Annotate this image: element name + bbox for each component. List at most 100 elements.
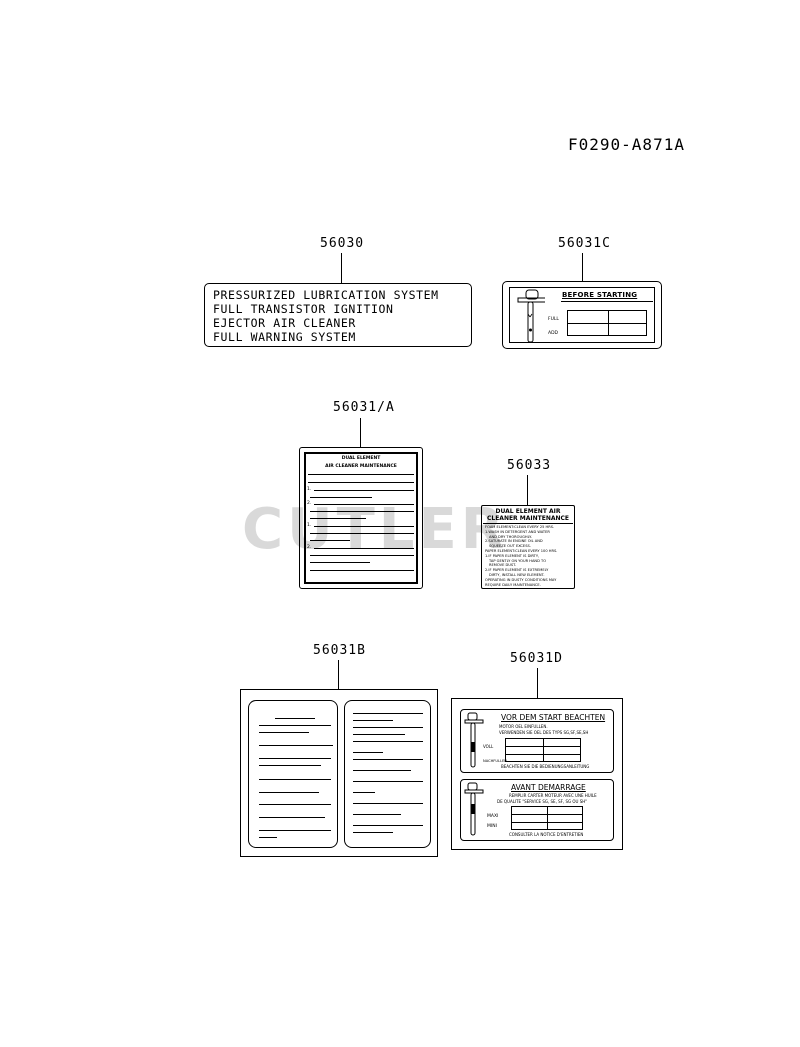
label-56031b-text-line — [353, 792, 375, 793]
label-56031d: VOR DEM START BEACHTEN MOTOR OEL EINFULL… — [451, 698, 623, 850]
label-56031b-text-line — [353, 759, 423, 760]
label-56031b-text-line — [275, 718, 315, 719]
part-number-56031b: 56031B — [313, 643, 366, 658]
label-56033-body: FOAM ELEMENT:CLEAN EVERY 25 HRS. 1.WASH … — [485, 525, 557, 587]
label-56031a-text-line — [310, 570, 414, 571]
label-56031d-de-line-2: VERWENDEN SIE OEL DES TYPS SG,SF,SE,SH — [499, 730, 589, 735]
figure-code: F0290-A871A — [568, 135, 685, 154]
label-56031a-step-2: 2. — [307, 501, 312, 506]
label-56031b-text-line — [353, 741, 423, 742]
label-56031d-de-voll: VOLL — [483, 744, 494, 749]
label-56033-line: REMOVE DUST. — [489, 563, 517, 568]
label-56033-line: AND DRY THOROUGHLY. — [489, 534, 532, 539]
label-56031d-fr-table-col-rule — [547, 806, 548, 830]
label-56033: DUAL ELEMENT AIR CLEANER MAINTENANCE FOA… — [481, 505, 575, 589]
label-56031a-inner-frame — [304, 452, 418, 584]
label-56031a-rule-a — [308, 482, 414, 483]
label-56031a-text-line — [310, 555, 414, 556]
part-number-56031c: 56031C — [558, 236, 611, 251]
label-56031a-text-line — [310, 562, 370, 563]
label-56031a-text-line — [310, 511, 414, 512]
label-56033-line: FOAM ELEMENT:CLEAN EVERY 25 HRS. — [485, 525, 555, 529]
label-56031d-fr-maxi: MAXI — [487, 814, 499, 819]
label-56033-line: PAPER ELEMENT:CLEAN EVERY 100 HRS. — [485, 548, 558, 553]
label-56031b-text-line — [353, 752, 383, 753]
label-56031b-text-line — [259, 779, 331, 780]
label-56033-title-1: DUAL ELEMENT AIR — [495, 508, 561, 515]
leader-line-56031d — [537, 668, 538, 698]
label-56031b-text-line — [353, 720, 393, 721]
label-56031b-text-line — [259, 804, 331, 805]
leader-line-56030 — [341, 253, 342, 283]
label-56031b-text-line — [259, 837, 277, 838]
label-56030-line-1: PRESSURIZED LUBRICATION SYSTEM — [213, 288, 439, 302]
dipstick-icon — [515, 287, 547, 345]
label-56031c-add: ADD — [548, 331, 559, 336]
label-56031b-text-line — [353, 713, 423, 714]
label-56031b-text-line — [353, 814, 401, 815]
label-56031c-inner-frame — [509, 287, 655, 343]
label-56031b-left-panel — [248, 700, 338, 848]
label-56031d-de-table-col-rule — [543, 738, 544, 762]
label-56031c-full: FULL — [548, 317, 559, 322]
label-56031d-french-sticker: AVANT DEMARRAGE REMPLIR CARTER MOTEUR AV… — [460, 779, 614, 841]
leader-line-56031c — [582, 253, 583, 281]
label-56031d-fr-mini: MINI — [487, 824, 497, 829]
label-56033-line: REQUIRE DAILY MAINTENANCE. — [485, 582, 541, 587]
label-56031a-step-3: 1. — [307, 523, 312, 528]
label-56031b — [240, 689, 438, 857]
dipstick-icon — [463, 712, 485, 770]
label-56031b-text-line — [259, 732, 309, 733]
label-56031a-step-1: 1. — [307, 487, 312, 492]
label-56033-line: 2.IF PAPER ELEMENT IS EXTREMELY — [485, 568, 549, 573]
label-56031d-german-sticker: VOR DEM START BEACHTEN MOTOR OEL EINFULL… — [460, 709, 614, 773]
label-56033-title-2: CLEANER MAINTENANCE — [486, 515, 570, 522]
label-56033-line: 1.IF PAPER ELEMENT IS DIRTY, — [485, 553, 540, 558]
label-56031a-text-line — [310, 533, 414, 534]
label-56031c-table-row-rule — [567, 323, 647, 324]
label-56031b-text-line — [259, 765, 321, 766]
leader-line-56031b — [338, 660, 339, 689]
label-56033-line: TAP GENTLY ON YOUR HAND TO — [489, 558, 547, 563]
label-56030-line-2: FULL TRANSISTOR IGNITION — [213, 302, 394, 316]
leader-line-56033 — [527, 475, 528, 505]
label-56033-line: DIRTY, INSTALL NEW ELEMENT. — [489, 572, 545, 577]
label-56031b-text-line — [259, 817, 325, 818]
label-56033-line: 2.SATURATE IN ENGINE OIL AND — [485, 539, 543, 544]
dipstick-icon — [463, 782, 485, 838]
watermark-text: CUTLER — [242, 497, 508, 562]
label-56031b-text-line — [353, 803, 423, 804]
label-56031d-de-nachfullen: NACHFULLEN — [483, 759, 507, 763]
label-56031d-fr-title: AVANT DEMARRAGE — [511, 783, 586, 792]
label-56031b-text-line — [353, 770, 411, 771]
label-56031a-text-line — [314, 490, 414, 491]
label-56031b-text-line — [259, 725, 331, 726]
label-56031b-text-line — [259, 830, 331, 831]
label-56031a-title-rule — [308, 474, 414, 475]
label-56031a-step-4: 2. — [307, 545, 312, 550]
label-56031b-text-line — [353, 832, 393, 833]
label-56031d-fr-footer: CONSULTER LA NOTICE D'ENTRETIEN — [509, 832, 584, 837]
label-56033-line: OPERATING IN DUSTY CONDITIONS MAY — [485, 577, 557, 582]
label-56030-line-3: EJECTOR AIR CLEANER — [213, 316, 356, 330]
label-56031d-de-footer: BEACHTEN SIE DIE BEDIENUNGSANLEITUNG — [501, 764, 590, 769]
label-56031b-text-line — [259, 792, 319, 793]
label-56031b-text-line — [353, 825, 423, 826]
label-56031a-text-line — [314, 504, 414, 505]
label-56031d-de-title: VOR DEM START BEACHTEN — [501, 713, 606, 722]
label-56031a-text-line — [314, 548, 414, 549]
label-56031b-text-line — [353, 781, 423, 782]
label-56033-line: SQUEEZE OUT EXCESS. — [489, 544, 531, 549]
label-56031a-text-line — [310, 518, 366, 519]
part-number-56031d: 56031D — [510, 651, 563, 666]
label-56031a-title-1: DUAL ELEMENT — [341, 456, 381, 461]
label-56031c-table-col-rule — [608, 310, 609, 336]
label-56031b-text-line — [353, 727, 423, 728]
label-56031d-de-line-1: MOTOR OEL EINFULLEN. — [499, 724, 548, 729]
label-56031c-title-rule — [561, 301, 653, 302]
label-56030: PRESSURIZED LUBRICATION SYSTEM FULL TRAN… — [204, 283, 472, 347]
label-56031b-text-line — [259, 758, 331, 759]
label-56031b-text-line — [353, 734, 405, 735]
label-56033-title-rule — [483, 523, 573, 524]
label-56031a: DUAL ELEMENT AIR CLEANER MAINTENANCE 1. … — [299, 447, 423, 589]
